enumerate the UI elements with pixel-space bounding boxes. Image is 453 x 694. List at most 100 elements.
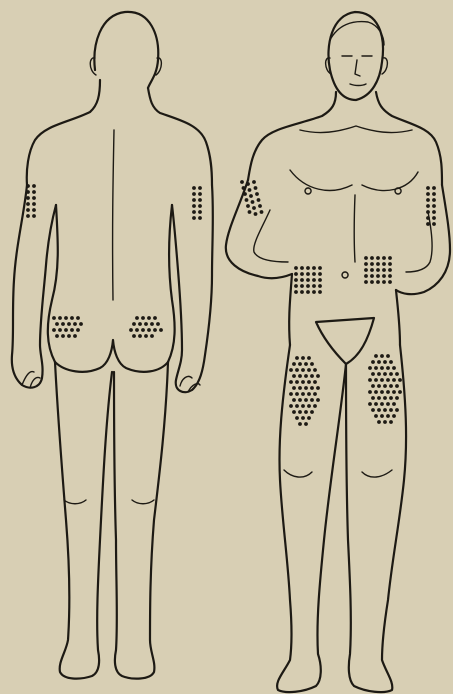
injection-dot [371, 384, 375, 388]
injection-dot [307, 416, 311, 420]
injection-dot [248, 188, 252, 192]
injection-dot [316, 398, 320, 402]
injection-dot [67, 322, 71, 326]
injection-dot [432, 222, 436, 226]
injection-dot [301, 356, 305, 360]
injection-dot [307, 356, 311, 360]
injection-dot [300, 284, 304, 288]
injection-dot [316, 386, 320, 390]
injection-dot [32, 208, 36, 212]
injection-dot [294, 290, 298, 294]
injection-dot [141, 316, 145, 320]
injection-dot [382, 268, 386, 272]
injection-dot [79, 322, 83, 326]
injection-dot [64, 316, 68, 320]
injection-dot [198, 204, 202, 208]
injection-dot [377, 372, 381, 376]
injection-dot [382, 256, 386, 260]
injection-dot [374, 354, 378, 358]
injection-dot [70, 328, 74, 332]
injection-dot [32, 202, 36, 206]
injection-dot [304, 386, 308, 390]
injection-dot [52, 316, 56, 320]
injection-dot [389, 360, 393, 364]
front-right-upper-arm-dot-cluster [240, 180, 263, 216]
injection-dot [377, 396, 381, 400]
front-right-arm-inner [254, 210, 288, 262]
injection-dot [310, 398, 314, 402]
back-neck-shoulder-right [148, 88, 212, 185]
injection-dot [298, 386, 302, 390]
injection-dot [298, 410, 302, 414]
injection-dot [55, 334, 59, 338]
back-torso-left [48, 205, 58, 362]
back-spine [113, 130, 114, 300]
back-right-hand [180, 376, 200, 392]
injection-dot [318, 278, 322, 282]
injection-dot [304, 422, 308, 426]
injection-dot [386, 414, 390, 418]
injection-dot [389, 408, 393, 412]
injection-dot [368, 402, 372, 406]
front-face [342, 56, 372, 86]
injection-dot [376, 274, 380, 278]
injection-dot [318, 284, 322, 288]
injection-dot [304, 398, 308, 402]
injection-dot [298, 398, 302, 402]
injection-dot [371, 360, 375, 364]
injection-dot [376, 268, 380, 272]
front-right-thigh-dot-cluster [289, 356, 320, 426]
injection-dot [313, 380, 317, 384]
injection-dot [386, 366, 390, 370]
injection-dot [32, 214, 36, 218]
back-right-leg [114, 362, 168, 679]
injection-dot [73, 334, 77, 338]
injection-dot [364, 256, 368, 260]
injection-dot [32, 184, 36, 188]
injection-dot [153, 316, 157, 320]
injection-dot [371, 408, 375, 412]
injection-dot [376, 280, 380, 284]
injection-dot [370, 280, 374, 284]
injection-dot [377, 384, 381, 388]
front-view-figure [226, 12, 450, 692]
injection-dot [26, 208, 30, 212]
injection-dot [141, 328, 145, 332]
injection-dot [295, 380, 299, 384]
injection-dot [316, 374, 320, 378]
injection-dot [300, 278, 304, 282]
injection-dot [371, 372, 375, 376]
injection-dot [386, 378, 390, 382]
injection-dot [364, 274, 368, 278]
front-torso-left [289, 274, 292, 345]
injection-dot [380, 354, 384, 358]
injection-dot [198, 192, 202, 196]
injection-dot [246, 182, 250, 186]
injection-dot [132, 334, 136, 338]
injection-dot [150, 322, 154, 326]
injection-dot [313, 392, 317, 396]
injection-dot [306, 290, 310, 294]
injection-dot [312, 278, 316, 282]
injection-dot [295, 416, 299, 420]
front-left-thigh-dot-cluster [368, 354, 402, 424]
injection-dot [388, 274, 392, 278]
injection-dot [243, 192, 247, 196]
injection-dot [392, 402, 396, 406]
injection-dot [32, 196, 36, 200]
injection-dot [70, 316, 74, 320]
injection-dot [395, 396, 399, 400]
injection-dot [306, 278, 310, 282]
injection-dot [392, 366, 396, 370]
injection-dot [432, 204, 436, 208]
front-left-upper-arm-dot-cluster [426, 186, 436, 226]
injection-dot [312, 284, 316, 288]
injection-dot [383, 372, 387, 376]
injection-dot [389, 420, 393, 424]
injection-dot [426, 192, 430, 196]
injection-dot [374, 414, 378, 418]
injection-dot [388, 262, 392, 266]
injection-dot [432, 216, 436, 220]
injection-dot [198, 210, 202, 214]
